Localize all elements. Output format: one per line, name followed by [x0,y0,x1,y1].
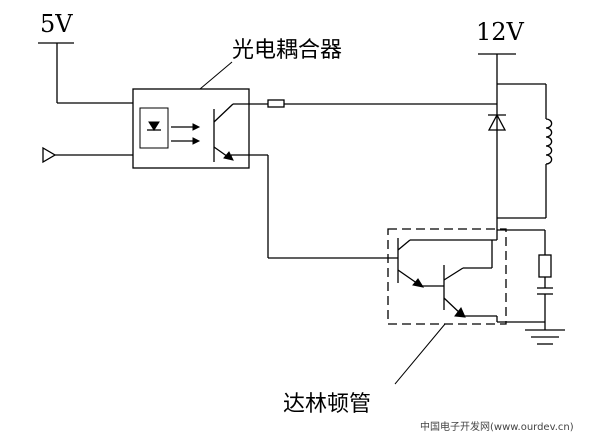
supply-12v-label: 12V [476,18,525,46]
optocoupler-leader [199,61,233,90]
watermark-text: 中国电子开发网(www.ourdev.cn) [420,420,574,433]
supply-5v-terminal [38,42,133,104]
relay-coil [497,83,553,219]
supply-12v-terminal [478,53,516,218]
supply-5v-label: 5V [40,10,73,38]
optocoupler [132,88,268,169]
light-arrow-icon [171,123,201,145]
darlington-leader [394,323,446,385]
emitter-ground-wire [496,316,545,323]
optocoupler-box [132,88,250,169]
rc-snubber [497,229,553,322]
led-icon [147,121,161,131]
input-terminal [42,146,133,164]
collector-resistor [267,99,497,108]
phototransistor-icon [213,103,268,162]
snubber-capacitor-icon [537,287,553,295]
darlington-box [387,228,507,325]
emitter-wire [267,155,398,259]
darlington-transistor-2 [443,240,497,318]
flyback-diode-icon [487,113,507,131]
optocoupler-label: 光电耦合器 [232,38,342,63]
coil-icon [545,118,553,165]
ground-icon [525,322,565,345]
snubber-resistor-icon [538,254,552,278]
darlington-transistor-1 [397,238,497,288]
darlington-label: 达林顿管 [283,392,371,417]
